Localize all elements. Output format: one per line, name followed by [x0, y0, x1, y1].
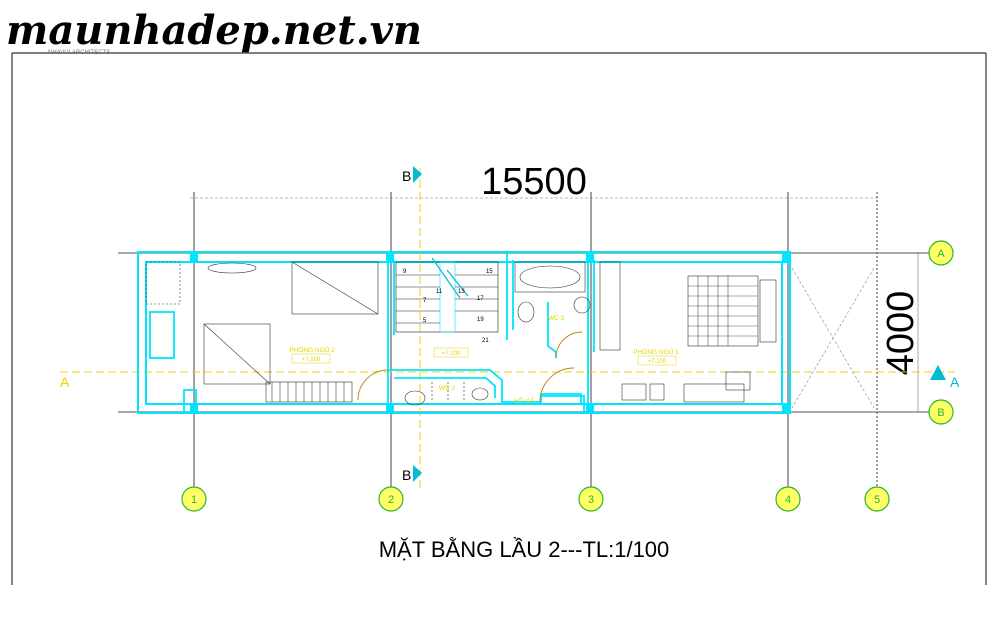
section-marker-a-left: A — [60, 374, 70, 390]
grid-axis-column-5: 5 — [864, 486, 890, 512]
watermark-subtext: NHAVUI.ARCHITECTS — [48, 50, 110, 56]
section-marker-a-left-label: A — [60, 374, 70, 390]
level-box-bedroom-1 — [637, 355, 677, 366]
section-marker-a-right-label: A — [950, 374, 960, 390]
dimension-width-label: 4000 — [880, 291, 922, 376]
grid-axis-column-1: 1 — [181, 486, 207, 512]
grid-axis-column-3: 3 — [578, 486, 604, 512]
room-label-wc-3: WC 3 — [548, 315, 565, 322]
section-marker-b-top-label: B — [402, 168, 411, 184]
drawing-title: MẶT BẰNG LẦU 2---TL:1/100 — [379, 537, 670, 562]
section-marker-b-top: B — [402, 166, 422, 184]
grid-axis-label: 1 — [191, 494, 197, 506]
grid-lines-vertical — [193, 192, 878, 488]
staircase — [395, 257, 499, 333]
structural-columns — [190, 253, 790, 413]
watermark-logo: maunhadep.net.vn — [6, 7, 422, 54]
wc-2-fixtures — [404, 382, 489, 406]
room-label-bedroom-2: PHÒNG NGỦ 2 — [289, 345, 335, 354]
room-label-bedroom-1: PHÒNG NGỦ 1 — [633, 347, 679, 356]
bedroom-1-furniture — [599, 261, 875, 409]
section-marker-a-right: A — [930, 365, 960, 390]
grid-axis-label: 2 — [388, 494, 394, 506]
grid-axis-label: B — [937, 407, 944, 419]
grid-axis-row-b: B — [928, 399, 954, 425]
bedroom-2-furniture — [145, 261, 379, 403]
room-level-bedroom-2: +7.100 — [302, 357, 321, 363]
stair-step-number: 5 — [423, 318, 427, 324]
dimension-length-label: 15500 — [481, 161, 587, 203]
room-label-fish-pond: HỒ CÁ — [514, 395, 535, 405]
section-marker-b-bottom: B — [402, 465, 422, 483]
grid-axis-column-4: 4 — [775, 486, 801, 512]
stair-step-number: 17 — [477, 296, 484, 302]
stair-step-number: 7 — [423, 298, 427, 304]
stair-step-number: 13 — [458, 289, 465, 295]
level-box-bedroom-2 — [291, 353, 331, 364]
wc-3-fixtures — [514, 261, 591, 323]
room-label-wc-2: WC 2 — [439, 385, 456, 392]
grid-axis-label: 4 — [785, 494, 791, 506]
room-level-stair-hall: +7.100 — [442, 351, 461, 357]
stair-step-number: 19 — [477, 317, 484, 323]
stair-step-numbers: 9 11 13 15 7 17 5 19 21 — [403, 269, 493, 344]
door-swings — [357, 331, 583, 403]
grid-axis-column-2: 2 — [378, 486, 404, 512]
stair-step-number: 11 — [436, 289, 443, 295]
grid-axis-label: 5 — [874, 494, 880, 506]
stair-step-number: 21 — [482, 338, 489, 344]
grid-axis-row-a: A — [928, 240, 954, 266]
interior-walls — [149, 252, 595, 413]
grid-axis-label: 3 — [588, 494, 594, 506]
grid-axis-label: A — [937, 248, 945, 260]
section-marker-b-bottom-label: B — [402, 467, 411, 483]
room-level-bedroom-1: +7.100 — [648, 359, 667, 365]
grid-lines-horizontal — [118, 252, 930, 413]
stair-step-number: 15 — [486, 269, 493, 275]
level-box-stair-hall — [433, 347, 469, 358]
stair-step-number: 9 — [403, 269, 407, 275]
